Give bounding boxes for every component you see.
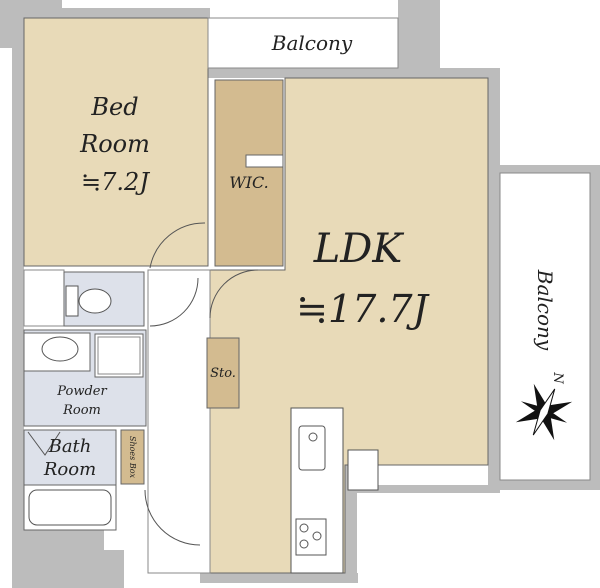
bedroom-label-2: Room xyxy=(79,130,150,158)
toilet-icon xyxy=(78,288,112,314)
fridge-space xyxy=(347,449,379,491)
kitchen-sink-icon xyxy=(298,425,326,471)
door-swings xyxy=(27,222,259,546)
toilet-shelf xyxy=(23,269,65,327)
bath-room-floor xyxy=(23,429,117,486)
wic-shelf xyxy=(245,154,284,168)
bathtub-icon xyxy=(28,489,112,526)
wic-floor xyxy=(214,79,284,267)
shoes-box-label: Shoes Box xyxy=(128,436,137,479)
burner xyxy=(299,539,309,549)
compass-north-label: N xyxy=(550,371,565,384)
burner xyxy=(312,531,322,541)
washer-pan-inner xyxy=(97,336,141,375)
bath-room-label-2: Room xyxy=(43,459,96,480)
sink-drain xyxy=(308,432,318,442)
burner xyxy=(299,523,309,533)
storage-floor xyxy=(206,337,240,409)
powder-room-label-2: Room xyxy=(62,403,101,418)
powder-room-label: Powder xyxy=(56,384,107,399)
balcony-right-floor xyxy=(499,172,591,481)
bedroom-label: Bed xyxy=(90,93,138,121)
ldk-area: ≒17.7J xyxy=(296,287,429,331)
compass-icon xyxy=(515,383,573,441)
wic-label: WIC. xyxy=(229,173,269,192)
bedroom-area: ≒7.2J xyxy=(81,168,150,196)
stove-icon xyxy=(295,518,327,556)
ldk-label: LDK xyxy=(313,226,405,272)
bedroom-floor xyxy=(23,17,209,267)
balcony-right-label: Balcony xyxy=(533,269,557,351)
storage-label: Sto. xyxy=(210,366,236,381)
shoes-box xyxy=(120,429,145,485)
balcony-top-label: Balcony xyxy=(271,31,353,55)
balcony-top-floor xyxy=(207,17,399,69)
hallway-floor xyxy=(147,269,211,574)
toilet-tank xyxy=(65,285,79,317)
bath-room-label: Bath xyxy=(48,436,92,457)
ldk-floor xyxy=(209,77,489,574)
sink-icon xyxy=(41,336,79,362)
